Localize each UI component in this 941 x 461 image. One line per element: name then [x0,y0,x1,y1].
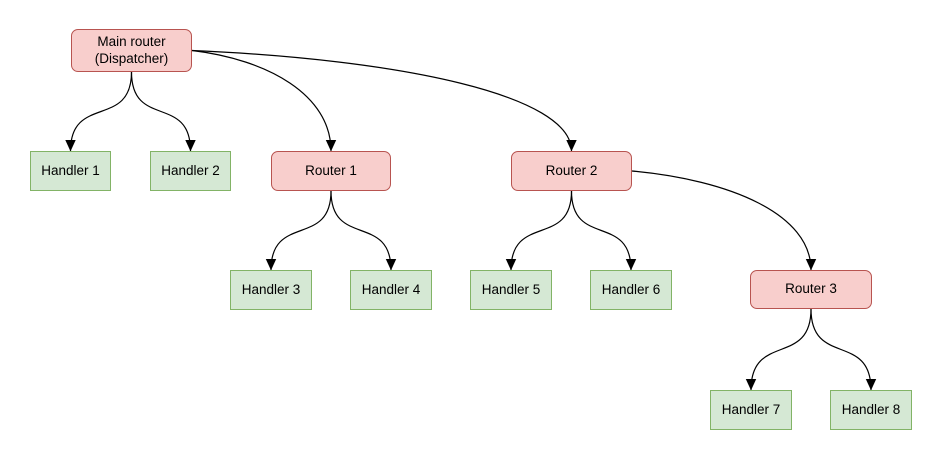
edge-main-router-dispatcher-to-router-1 [191,49,337,152]
node-handler-3: Handler 3 [230,270,312,310]
edge-router-3-to-handler-7 [745,308,812,391]
edge-router-1-to-handler-3 [265,190,332,271]
node-handler-6: Handler 6 [590,270,672,310]
node-handler-2: Handler 2 [150,151,231,191]
node-handler-4: Handler 4 [350,270,432,310]
node-main-router-dispatcher: Main router (Dispatcher) [71,29,192,72]
node-handler-8: Handler 8 [830,390,912,430]
edge-router-2-to-handler-6 [570,190,637,271]
edge-router-2-to-router-3 [631,170,817,271]
edge-main-router-dispatcher-to-router-2 [191,49,577,152]
edge-router-1-to-handler-4 [330,190,397,271]
edge-main-router-dispatcher-to-handler-1 [65,71,133,152]
edge-main-router-dispatcher-to-handler-2 [130,71,196,152]
node-router-3: Router 3 [750,270,872,309]
node-handler-1: Handler 1 [30,151,111,191]
edge-router-2-to-handler-5 [505,190,573,271]
node-router-1: Router 1 [271,151,391,191]
edge-router-3-to-handler-8 [810,308,877,391]
node-router-2: Router 2 [511,151,632,191]
node-handler-7: Handler 7 [710,390,792,430]
node-handler-5: Handler 5 [470,270,552,310]
